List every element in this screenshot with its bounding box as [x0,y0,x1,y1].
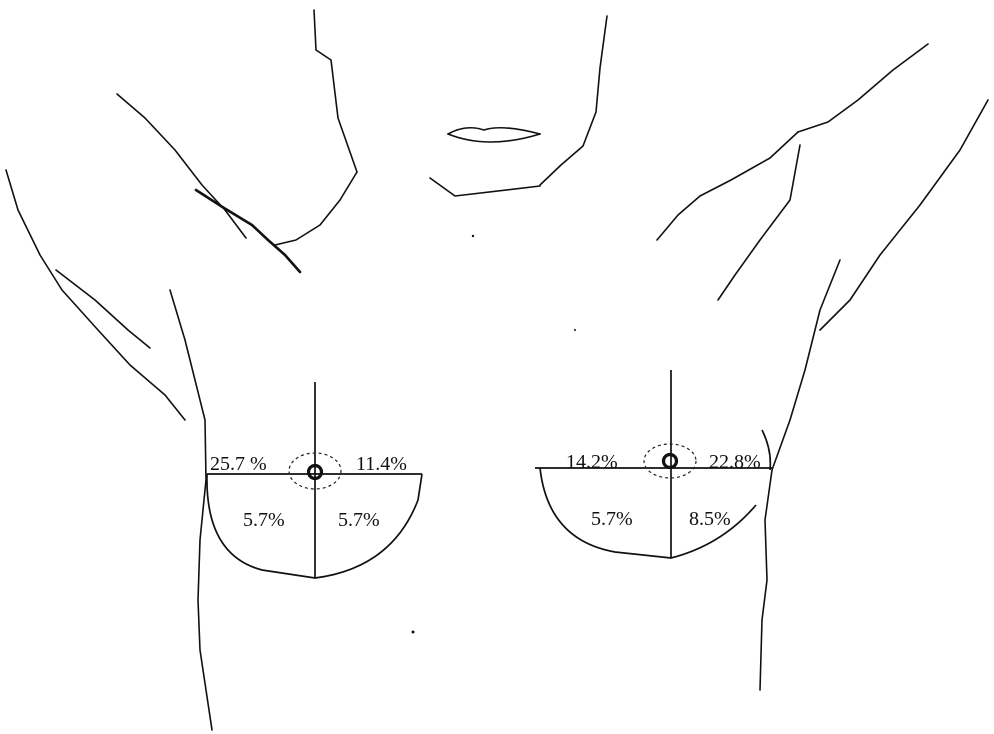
speck-mark [574,329,576,331]
right-arm-crease [718,145,800,300]
right-shoulder-line [657,132,798,240]
left-shoulder-line [275,172,357,245]
left-upper-inner-label: 14.2% [566,451,618,473]
right-breast: 25.7 % 11.4% 5.7% 5.7% [207,382,422,578]
left-breast: 14.2% 22.8% 5.7% 8.5% [535,370,772,558]
left-arm-outer [6,170,185,420]
right-arm-upper [798,44,928,132]
left-arm-upper [117,94,246,238]
right-upper-inner-label: 11.4% [356,453,407,475]
left-breast-outer-edge [762,430,770,470]
left-nipple [664,455,677,468]
left-lower-inner-label: 5.7% [591,508,633,530]
left-lower-outer-label: 8.5% [689,508,731,530]
lips-upper [448,128,540,134]
lips-lower [448,134,540,142]
right-lower-outer-label: 5.7% [243,509,285,531]
left-upper-outer-label: 22.8% [709,451,761,473]
speck-mark [472,235,474,237]
left-armpit-line [196,190,300,272]
neck-left-line [314,10,357,172]
right-arm-outer [820,100,988,330]
right-lower-inner-label: 5.7% [338,509,380,531]
neck-right-line [540,16,607,185]
right-torso-edge [760,260,840,690]
right-upper-outer-label: 25.7 % [210,453,267,475]
torso-outline [6,10,988,730]
left-torso-edge [170,290,212,730]
collar-line [430,178,540,196]
left-areola-ring [644,444,696,478]
speck-mark [412,631,415,634]
